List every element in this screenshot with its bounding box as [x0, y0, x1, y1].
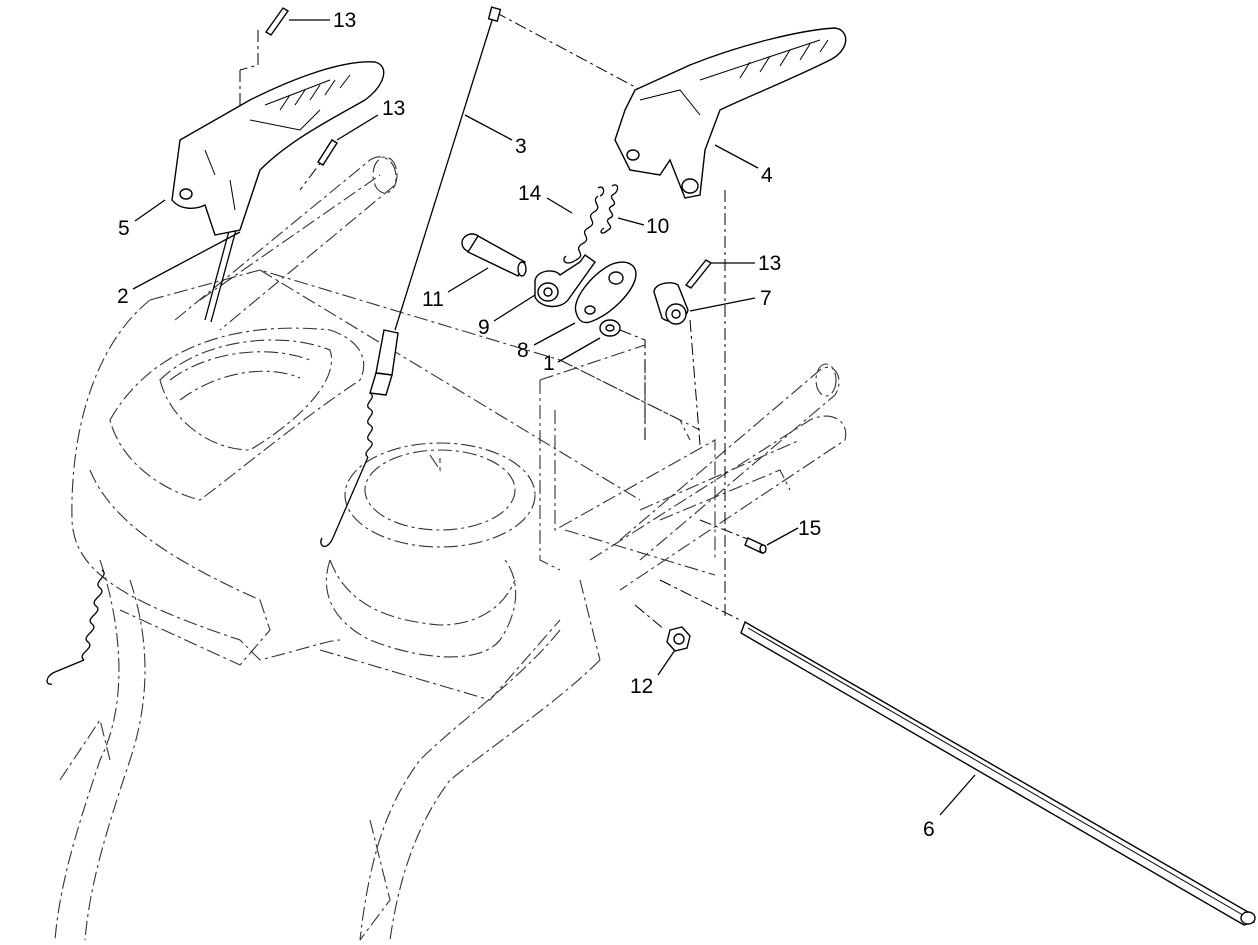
plate-part-8	[574, 261, 637, 324]
nut-part-12	[666, 626, 691, 652]
callout-labels: 13 13 13 3 4 5 14 10 2 11 7 9 8 1 15 12 …	[117, 9, 935, 841]
callout-5: 5	[118, 217, 130, 240]
callout-10: 10	[646, 215, 669, 238]
callout-2: 2	[117, 285, 129, 308]
callout-9: 9	[478, 316, 490, 339]
callout-15: 15	[798, 517, 821, 540]
handle-grip-part-5	[171, 61, 385, 236]
callout-8: 8	[517, 339, 529, 362]
callout-13-right: 13	[758, 252, 781, 275]
callout-7: 7	[760, 287, 772, 310]
callout-12: 12	[630, 675, 653, 698]
leader-lines	[132, 19, 976, 816]
callout-4: 4	[761, 164, 773, 187]
pin-part-13-right	[684, 259, 713, 289]
rod-part-6	[740, 620, 1256, 926]
bolt-part-11	[461, 233, 527, 277]
washer-part-1	[599, 319, 621, 337]
spring-part-14	[563, 186, 605, 264]
bushing-part-7	[653, 282, 689, 325]
lower-spring	[46, 569, 105, 685]
pin-part-13-top	[264, 7, 290, 36]
pin-part-15	[744, 537, 767, 554]
callout-11: 11	[422, 288, 444, 311]
callout-3: 3	[515, 135, 527, 158]
handle-grip-part-4	[614, 27, 847, 199]
callout-13-middle: 13	[382, 97, 405, 120]
cable-part-3	[320, 6, 502, 548]
bushing-part-9	[534, 254, 596, 308]
callout-1: 1	[543, 352, 555, 375]
callout-13-top: 13	[333, 9, 356, 32]
callout-6: 6	[923, 818, 935, 841]
spring-part-10	[600, 184, 619, 234]
machine-body-outline	[54, 156, 847, 941]
pin-part-13-middle	[317, 139, 338, 166]
callout-14: 14	[518, 182, 542, 205]
